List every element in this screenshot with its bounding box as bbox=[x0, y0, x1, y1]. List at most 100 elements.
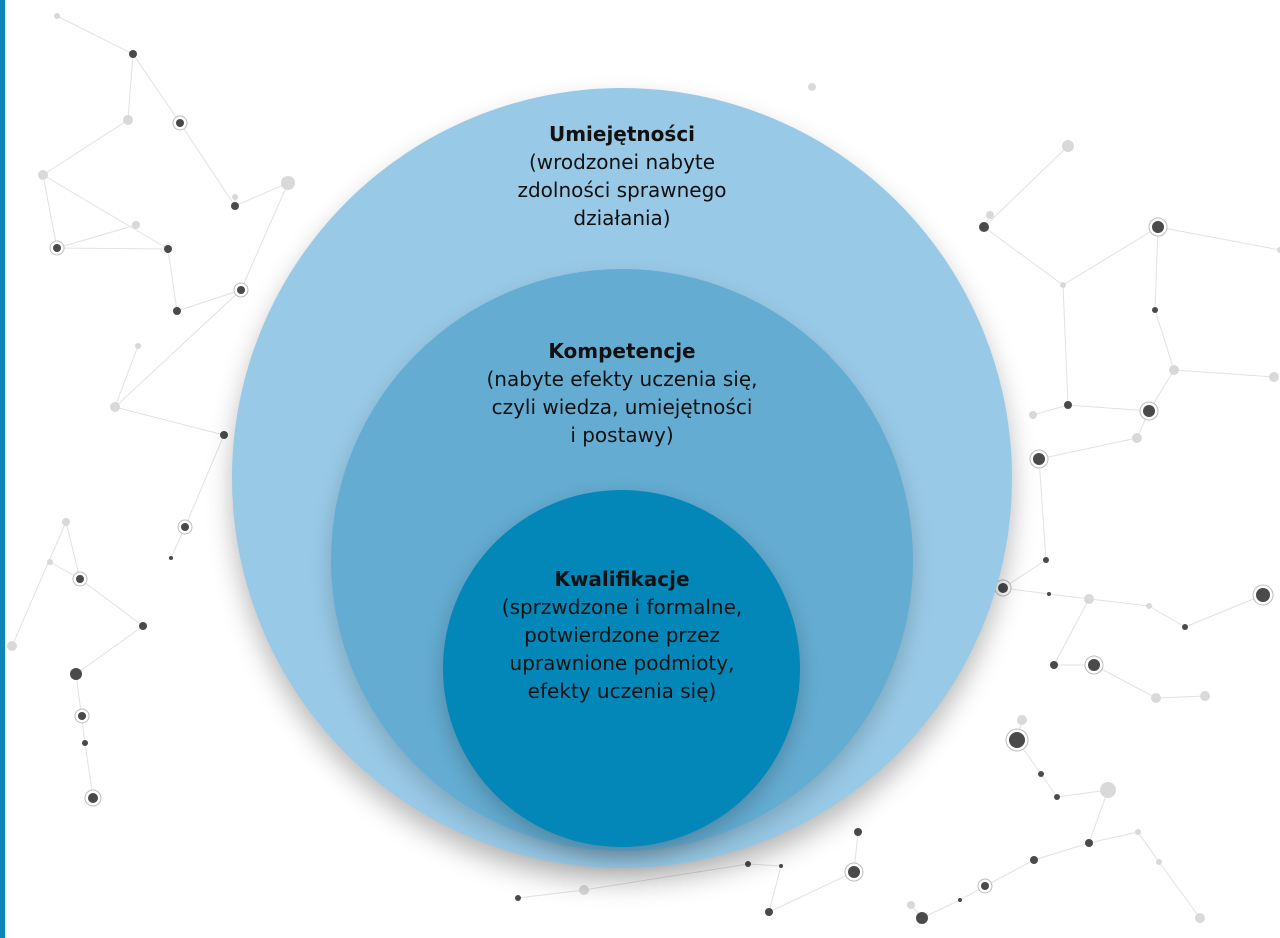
network-node bbox=[1030, 856, 1038, 864]
network-node bbox=[979, 222, 989, 232]
network-node bbox=[1195, 913, 1205, 923]
network-link bbox=[114, 289, 242, 408]
network-node bbox=[745, 861, 751, 867]
network-link bbox=[1056, 789, 1109, 798]
network-link bbox=[1033, 842, 1090, 861]
network-link bbox=[1067, 404, 1150, 412]
network-node bbox=[237, 286, 245, 294]
network-node bbox=[139, 622, 147, 630]
network-node bbox=[181, 523, 189, 531]
network-link bbox=[1173, 369, 1275, 378]
network-node bbox=[981, 882, 989, 890]
network-link bbox=[42, 174, 169, 250]
network-link bbox=[1038, 437, 1138, 460]
network-node bbox=[986, 211, 994, 219]
network-link bbox=[1158, 861, 1201, 919]
network-link bbox=[79, 578, 144, 627]
network-node bbox=[1047, 592, 1051, 596]
network-node bbox=[1033, 453, 1045, 465]
network-link bbox=[56, 15, 134, 55]
network-node bbox=[1085, 839, 1093, 847]
network-node bbox=[1277, 247, 1280, 253]
network-node bbox=[848, 866, 860, 878]
network-link bbox=[1088, 598, 1150, 607]
network-link bbox=[1048, 593, 1090, 600]
network-link bbox=[1053, 598, 1090, 666]
network-link bbox=[84, 742, 94, 799]
network-node bbox=[135, 343, 141, 349]
network-link bbox=[179, 122, 236, 207]
network-node bbox=[38, 170, 48, 180]
network-link bbox=[56, 224, 137, 249]
network-node bbox=[1084, 594, 1094, 604]
network-node bbox=[1038, 771, 1044, 777]
network-node bbox=[62, 518, 70, 526]
network-link bbox=[75, 625, 144, 675]
network-link bbox=[983, 145, 1069, 228]
network-link bbox=[1062, 226, 1159, 286]
network-node bbox=[854, 828, 862, 836]
inner-circle-kwalifikacje bbox=[443, 490, 800, 847]
network-link bbox=[1148, 605, 1186, 628]
network-node bbox=[76, 575, 84, 583]
network-link bbox=[114, 406, 225, 436]
network-node bbox=[70, 668, 82, 680]
network-node bbox=[169, 556, 173, 560]
inner-circle-title: Kwalifikacje bbox=[554, 567, 690, 591]
network-link bbox=[1062, 284, 1069, 406]
network-node bbox=[1152, 307, 1158, 313]
network-link bbox=[56, 247, 169, 250]
network-node bbox=[78, 712, 86, 720]
network-link bbox=[176, 289, 242, 312]
middle-circle-title: Kompetencje bbox=[548, 339, 696, 363]
network-node bbox=[1060, 282, 1066, 288]
network-node bbox=[220, 431, 228, 439]
network-node bbox=[907, 901, 915, 909]
inner-circle-description: (sprzwdzone i formalne, potwierdzone prz… bbox=[501, 595, 743, 703]
network-link bbox=[1154, 309, 1175, 371]
network-link bbox=[1088, 789, 1109, 844]
network-link bbox=[42, 119, 129, 176]
network-link bbox=[1038, 458, 1047, 561]
network-node bbox=[1043, 557, 1049, 563]
middle-circle-description: (nabyte efekty uczenia się, czyli wiedza… bbox=[486, 367, 758, 447]
network-node bbox=[1100, 782, 1116, 798]
network-node bbox=[1156, 859, 1162, 865]
network-node bbox=[1054, 794, 1060, 800]
network-link bbox=[1088, 831, 1139, 844]
network-node bbox=[1256, 588, 1270, 602]
network-link bbox=[768, 865, 782, 913]
network-link bbox=[583, 863, 749, 891]
network-link bbox=[114, 345, 139, 408]
outer-circle-title: Umiejętności bbox=[548, 122, 696, 146]
network-link bbox=[1157, 226, 1280, 251]
network-link bbox=[75, 673, 86, 744]
network-link bbox=[1032, 404, 1069, 416]
network-node bbox=[132, 221, 140, 229]
network-node bbox=[916, 912, 928, 924]
middle-circle-label: Kompetencje (nabyte efekty uczenia się, … bbox=[452, 337, 792, 449]
network-node bbox=[82, 740, 88, 746]
outer-circle-description: (wrodzonei nabyte zdolności sprawnego dz… bbox=[517, 150, 727, 230]
network-link bbox=[1154, 226, 1159, 311]
network-node bbox=[1152, 221, 1164, 233]
network-node bbox=[1029, 411, 1037, 419]
network-node bbox=[7, 641, 17, 651]
network-node bbox=[958, 898, 962, 902]
network-node bbox=[1200, 691, 1210, 701]
network-link bbox=[65, 521, 81, 580]
network-node bbox=[1151, 693, 1161, 703]
network-link bbox=[921, 899, 961, 919]
network-node bbox=[1143, 405, 1155, 417]
network-node bbox=[53, 244, 61, 252]
network-link bbox=[1155, 695, 1206, 699]
network-node bbox=[123, 115, 133, 125]
network-link bbox=[768, 871, 855, 913]
network-node bbox=[47, 559, 53, 565]
network-node bbox=[1132, 433, 1142, 443]
network-node bbox=[1009, 732, 1025, 748]
network-node bbox=[998, 583, 1008, 593]
network-node bbox=[579, 885, 589, 895]
